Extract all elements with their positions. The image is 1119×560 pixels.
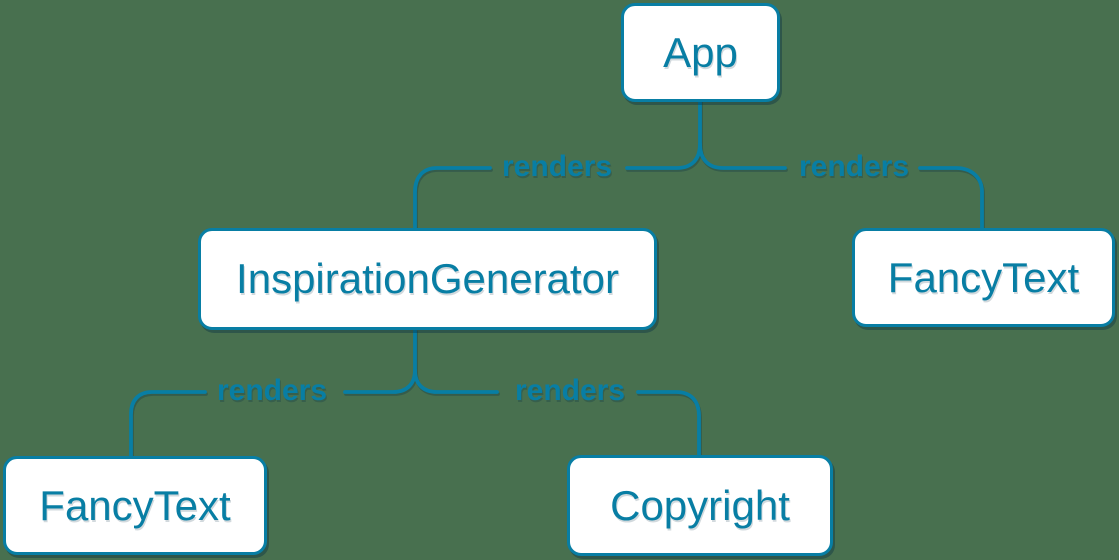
node-copyright: Copyright — [567, 455, 833, 556]
node-copyright-label: Copyright — [610, 481, 790, 529]
edge-inspiration-generator-stem-left — [343, 328, 417, 394]
edge-into-copyright — [636, 390, 701, 457]
edge-inspiration-generator-stem-right — [413, 368, 499, 394]
node-app-label: App — [663, 28, 738, 76]
edge-into-fancy-text-top — [918, 166, 984, 230]
node-fancy-text-bottom: FancyText — [3, 456, 267, 555]
node-inspiration-generator-label: InspirationGenerator — [236, 255, 619, 302]
edge-app-stem-left — [625, 99, 702, 170]
edge-app-stem-right — [698, 142, 787, 170]
edge-label-inspiration-generator-to-copyright: renders — [514, 374, 626, 407]
edge-label-app-to-inspiration-generator: renders — [501, 150, 613, 183]
node-fancy-text-top: FancyText — [852, 228, 1115, 327]
node-fancy-text-bottom-label: FancyText — [39, 481, 231, 529]
edge-into-inspiration-generator — [413, 166, 492, 230]
node-fancy-text-top-label: FancyText — [887, 253, 1080, 301]
edge-into-fancy-text-bottom — [129, 390, 207, 458]
node-inspiration-generator: InspirationGenerator — [198, 228, 657, 330]
node-app: App — [621, 3, 780, 102]
edge-label-app-to-fancy-text: renders — [798, 150, 910, 183]
edge-label-inspiration-generator-to-fancy-text: renders — [216, 374, 328, 407]
